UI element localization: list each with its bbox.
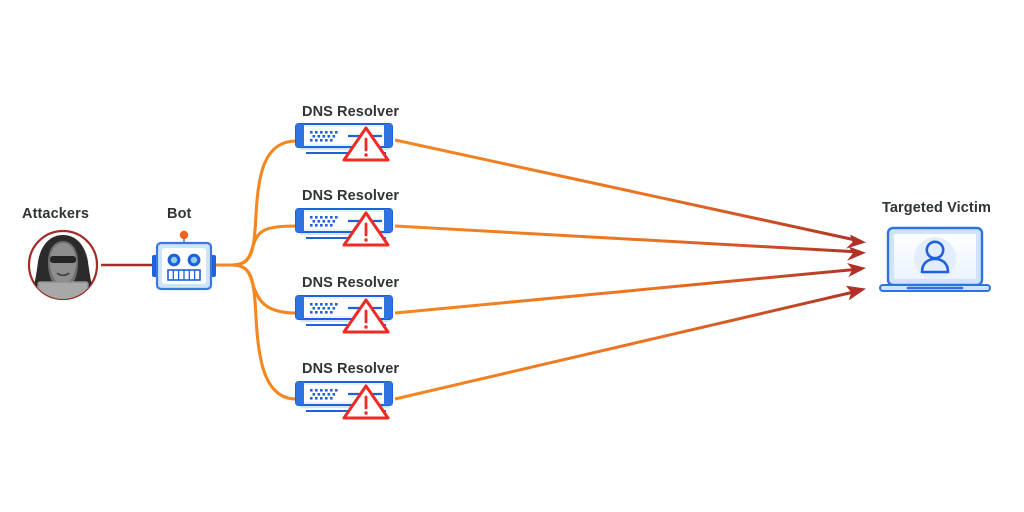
hooded-attacker-icon (27, 229, 99, 301)
bot-branch-3 (215, 263, 298, 401)
label-dns-resolver-3: DNS Resolver (302, 361, 400, 377)
warning-triangle-icon (342, 384, 390, 420)
bot-branch-1 (215, 224, 298, 267)
robot-icon (152, 230, 216, 291)
label-dns-resolver-0: DNS Resolver (302, 104, 400, 120)
amplified-flow-0 (394, 138, 866, 249)
warning-triangle-icon (342, 211, 390, 247)
label-dns-resolver-1: DNS Resolver (302, 188, 400, 204)
warning-triangle-icon (342, 126, 390, 162)
amplified-flow-1 (394, 224, 866, 261)
dns-resolver-node-2[interactable] (295, 295, 393, 334)
label-dns-resolver-2: DNS Resolver (302, 275, 400, 291)
link-bot-to-resolvers (215, 139, 298, 401)
warning-triangle-icon (342, 298, 390, 334)
label-bot: Bot (167, 206, 192, 222)
dns-resolver-node-1[interactable] (295, 208, 393, 247)
bot-branch-0 (215, 139, 298, 267)
laptop-user-icon (879, 226, 991, 292)
label-targeted-victim: Targeted Victim (882, 200, 991, 216)
label-attackers: Attackers (22, 206, 89, 222)
link-resolvers-to-victim (394, 138, 866, 401)
amplified-flow-2 (394, 263, 866, 315)
amplified-flow-3 (394, 285, 866, 401)
dns-resolver-node-0[interactable] (295, 123, 393, 162)
dns-resolver-node-3[interactable] (295, 381, 393, 420)
